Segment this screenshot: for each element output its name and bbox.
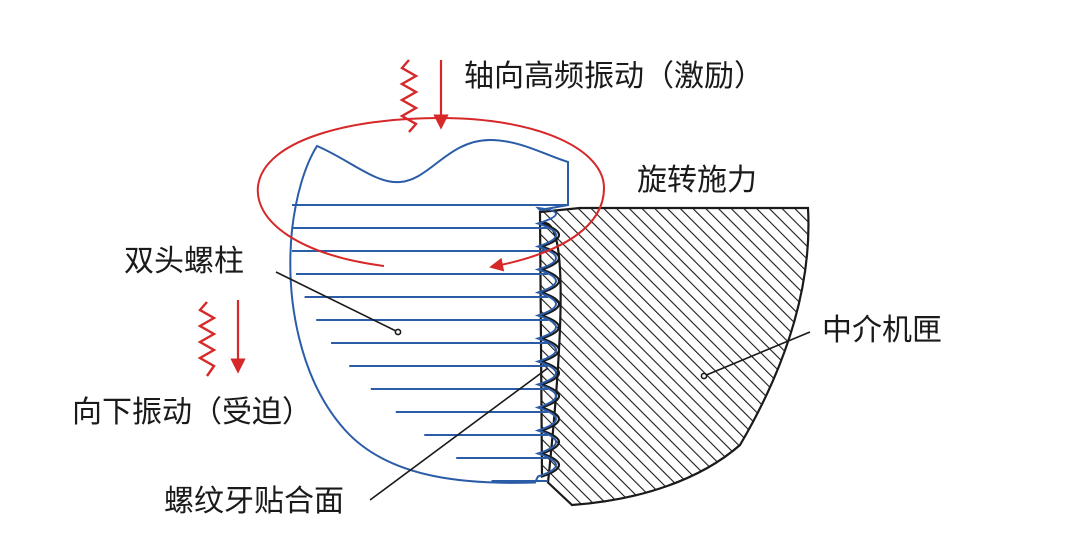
top-excitation [399,59,449,133]
leader-stud [275,271,399,333]
label-forced-vibration: 向下振动（受迫） [72,395,312,430]
leader-housing-dot [700,372,708,380]
leader-housing [703,331,811,377]
leader-thread-contact [369,367,549,501]
rotation-ellipse [256,116,606,272]
label-housing: 中介机匣 [822,313,942,348]
label-stud: 双头螺柱 [124,244,244,279]
label-axial-vibration: 轴向高频振动（激励） [464,59,764,94]
zigzag-spring-icon [197,301,217,377]
bottom-excitation [197,300,246,377]
stud-outline [289,138,569,484]
zigzag-spring-icon [399,59,419,133]
housing-hatched-body [538,206,810,507]
stud-body [289,138,569,484]
leader-stud-dot [394,328,402,336]
label-thread-contact: 螺纹牙贴合面 [164,484,344,519]
stud-thread-lines [292,204,568,482]
label-rotation-force: 旋转施力 [637,163,757,198]
